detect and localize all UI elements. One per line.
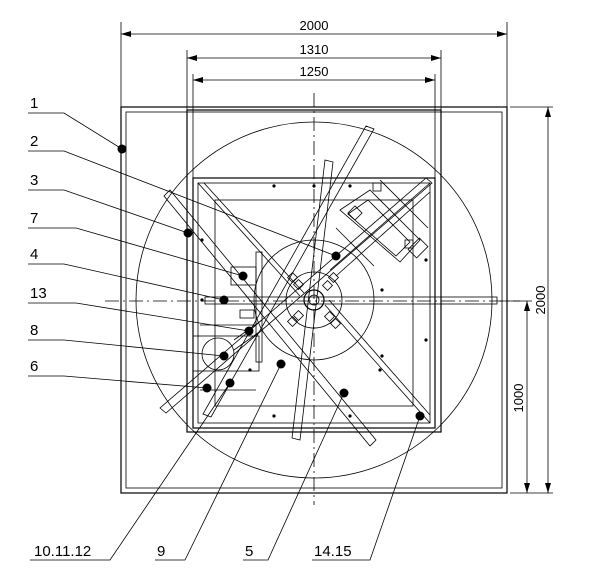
dimension-2000-right: 2000 <box>510 106 553 494</box>
dim-lower-height: 1000 <box>511 384 526 413</box>
callout-label-1: 1 <box>30 95 38 112</box>
blade-arms <box>159 125 433 447</box>
callout-label-3: 3 <box>30 172 38 189</box>
callout-label-14-15: 14.15 <box>314 543 352 560</box>
callout-label-4: 4 <box>30 246 38 263</box>
dimension-2000-top: 2000 <box>120 18 508 112</box>
horizontal-shaft <box>204 296 498 305</box>
drive-mechanism <box>335 179 429 267</box>
dimension-1000-right: 1000 <box>500 300 532 493</box>
callout-markers <box>117 144 425 421</box>
dim-frame-width: 1250 <box>300 64 329 79</box>
callout-labels: 1 2 3 7 4 13 8 6 10.11.12 9 5 14.15 <box>30 95 352 560</box>
callout-label-13: 13 <box>30 285 47 302</box>
hub-bolts <box>286 271 342 330</box>
callout-label-2: 2 <box>30 133 38 150</box>
callout-label-10-11-12: 10.11.12 <box>34 543 91 560</box>
callout-label-6: 6 <box>30 358 38 375</box>
leader-lines <box>28 112 421 561</box>
dim-overall-height: 2000 <box>533 286 548 315</box>
dimension-1250: 1250 <box>192 64 436 180</box>
dim-overall-width: 2000 <box>300 18 329 33</box>
dim-inner-width: 1310 <box>300 42 329 57</box>
callout-label-7: 7 <box>30 210 38 227</box>
callout-label-5: 5 <box>245 543 253 560</box>
callout-label-9: 9 <box>157 543 165 560</box>
callout-label-8: 8 <box>30 322 38 339</box>
dimension-1310: 1310 <box>186 42 442 110</box>
frame-studs <box>200 184 428 418</box>
